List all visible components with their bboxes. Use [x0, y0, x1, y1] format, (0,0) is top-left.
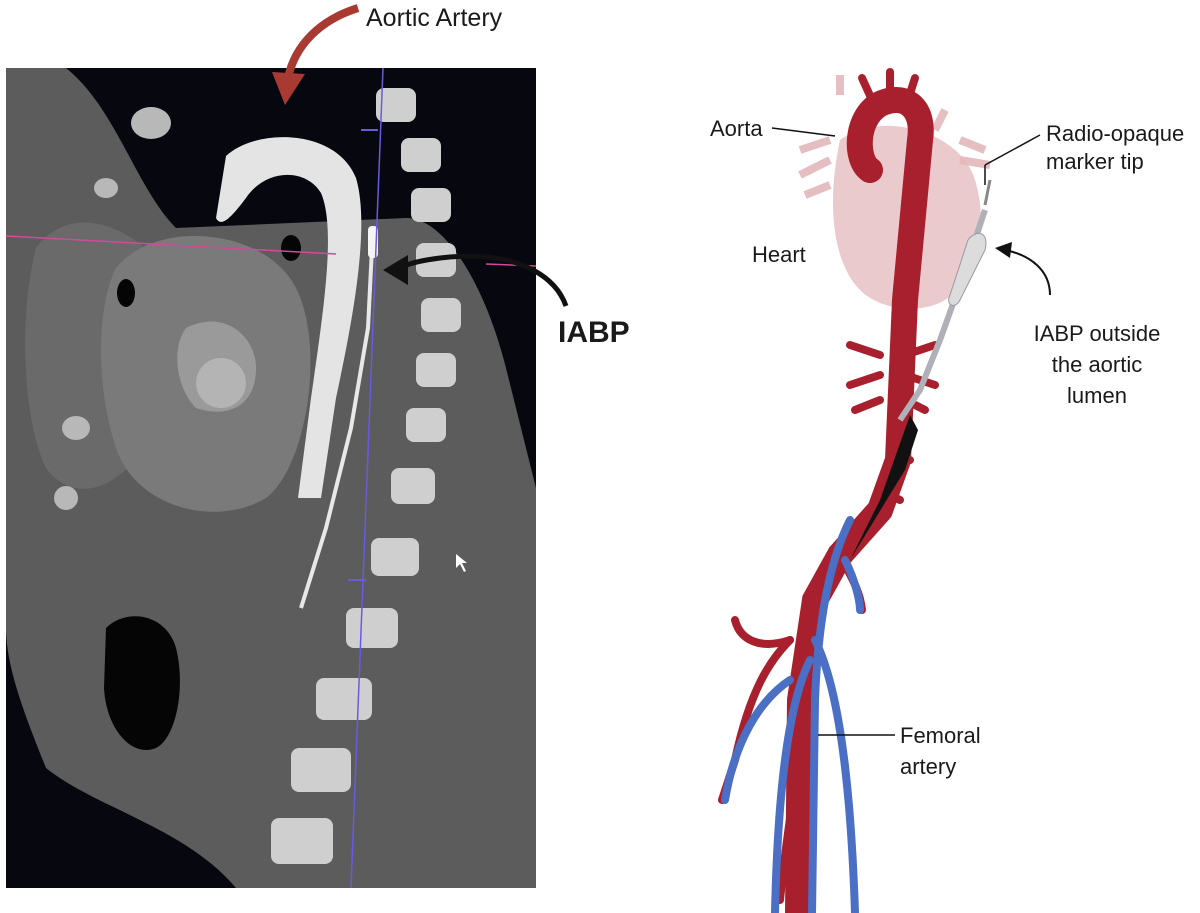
iabp-outside-label: IABP outside the aortic lumen	[1022, 318, 1172, 411]
heart-label: Heart	[752, 242, 806, 267]
iabp-outside-arrow	[1004, 249, 1051, 296]
iabp-outside-line-1: IABP outside	[1033, 321, 1161, 346]
femoral-line-2: artery	[900, 754, 957, 779]
iabp-label: IABP	[558, 316, 630, 349]
aortic-artery-arrowhead	[272, 72, 305, 105]
aortic-artery-arrow	[284, 4, 360, 79]
iabp-arrowhead	[383, 255, 408, 285]
iabp-sheath	[850, 415, 918, 560]
aorta-vessel	[785, 87, 934, 913]
aortic-artery-label: Aortic Artery	[366, 4, 503, 32]
anatomy-illustration	[560, 0, 1200, 913]
iabp-balloon	[948, 232, 987, 306]
femoral-artery-label: Femoral artery	[900, 720, 981, 782]
aorta-label: Aorta	[710, 116, 763, 141]
femoral-line-1: Femoral	[900, 723, 981, 748]
iabp-arrow	[398, 253, 569, 307]
iabp-outside-line-3: lumen	[1067, 383, 1127, 408]
radio-opaque-line-2: marker tip	[1046, 149, 1144, 174]
radio-opaque-marker-label: Radio-opaque marker tip	[1046, 120, 1184, 176]
anatomy-drawing	[718, 68, 1051, 913]
iabp-outside-line-2: the aortic	[1051, 352, 1143, 377]
radio-opaque-line-1: Radio-opaque	[1046, 121, 1185, 146]
